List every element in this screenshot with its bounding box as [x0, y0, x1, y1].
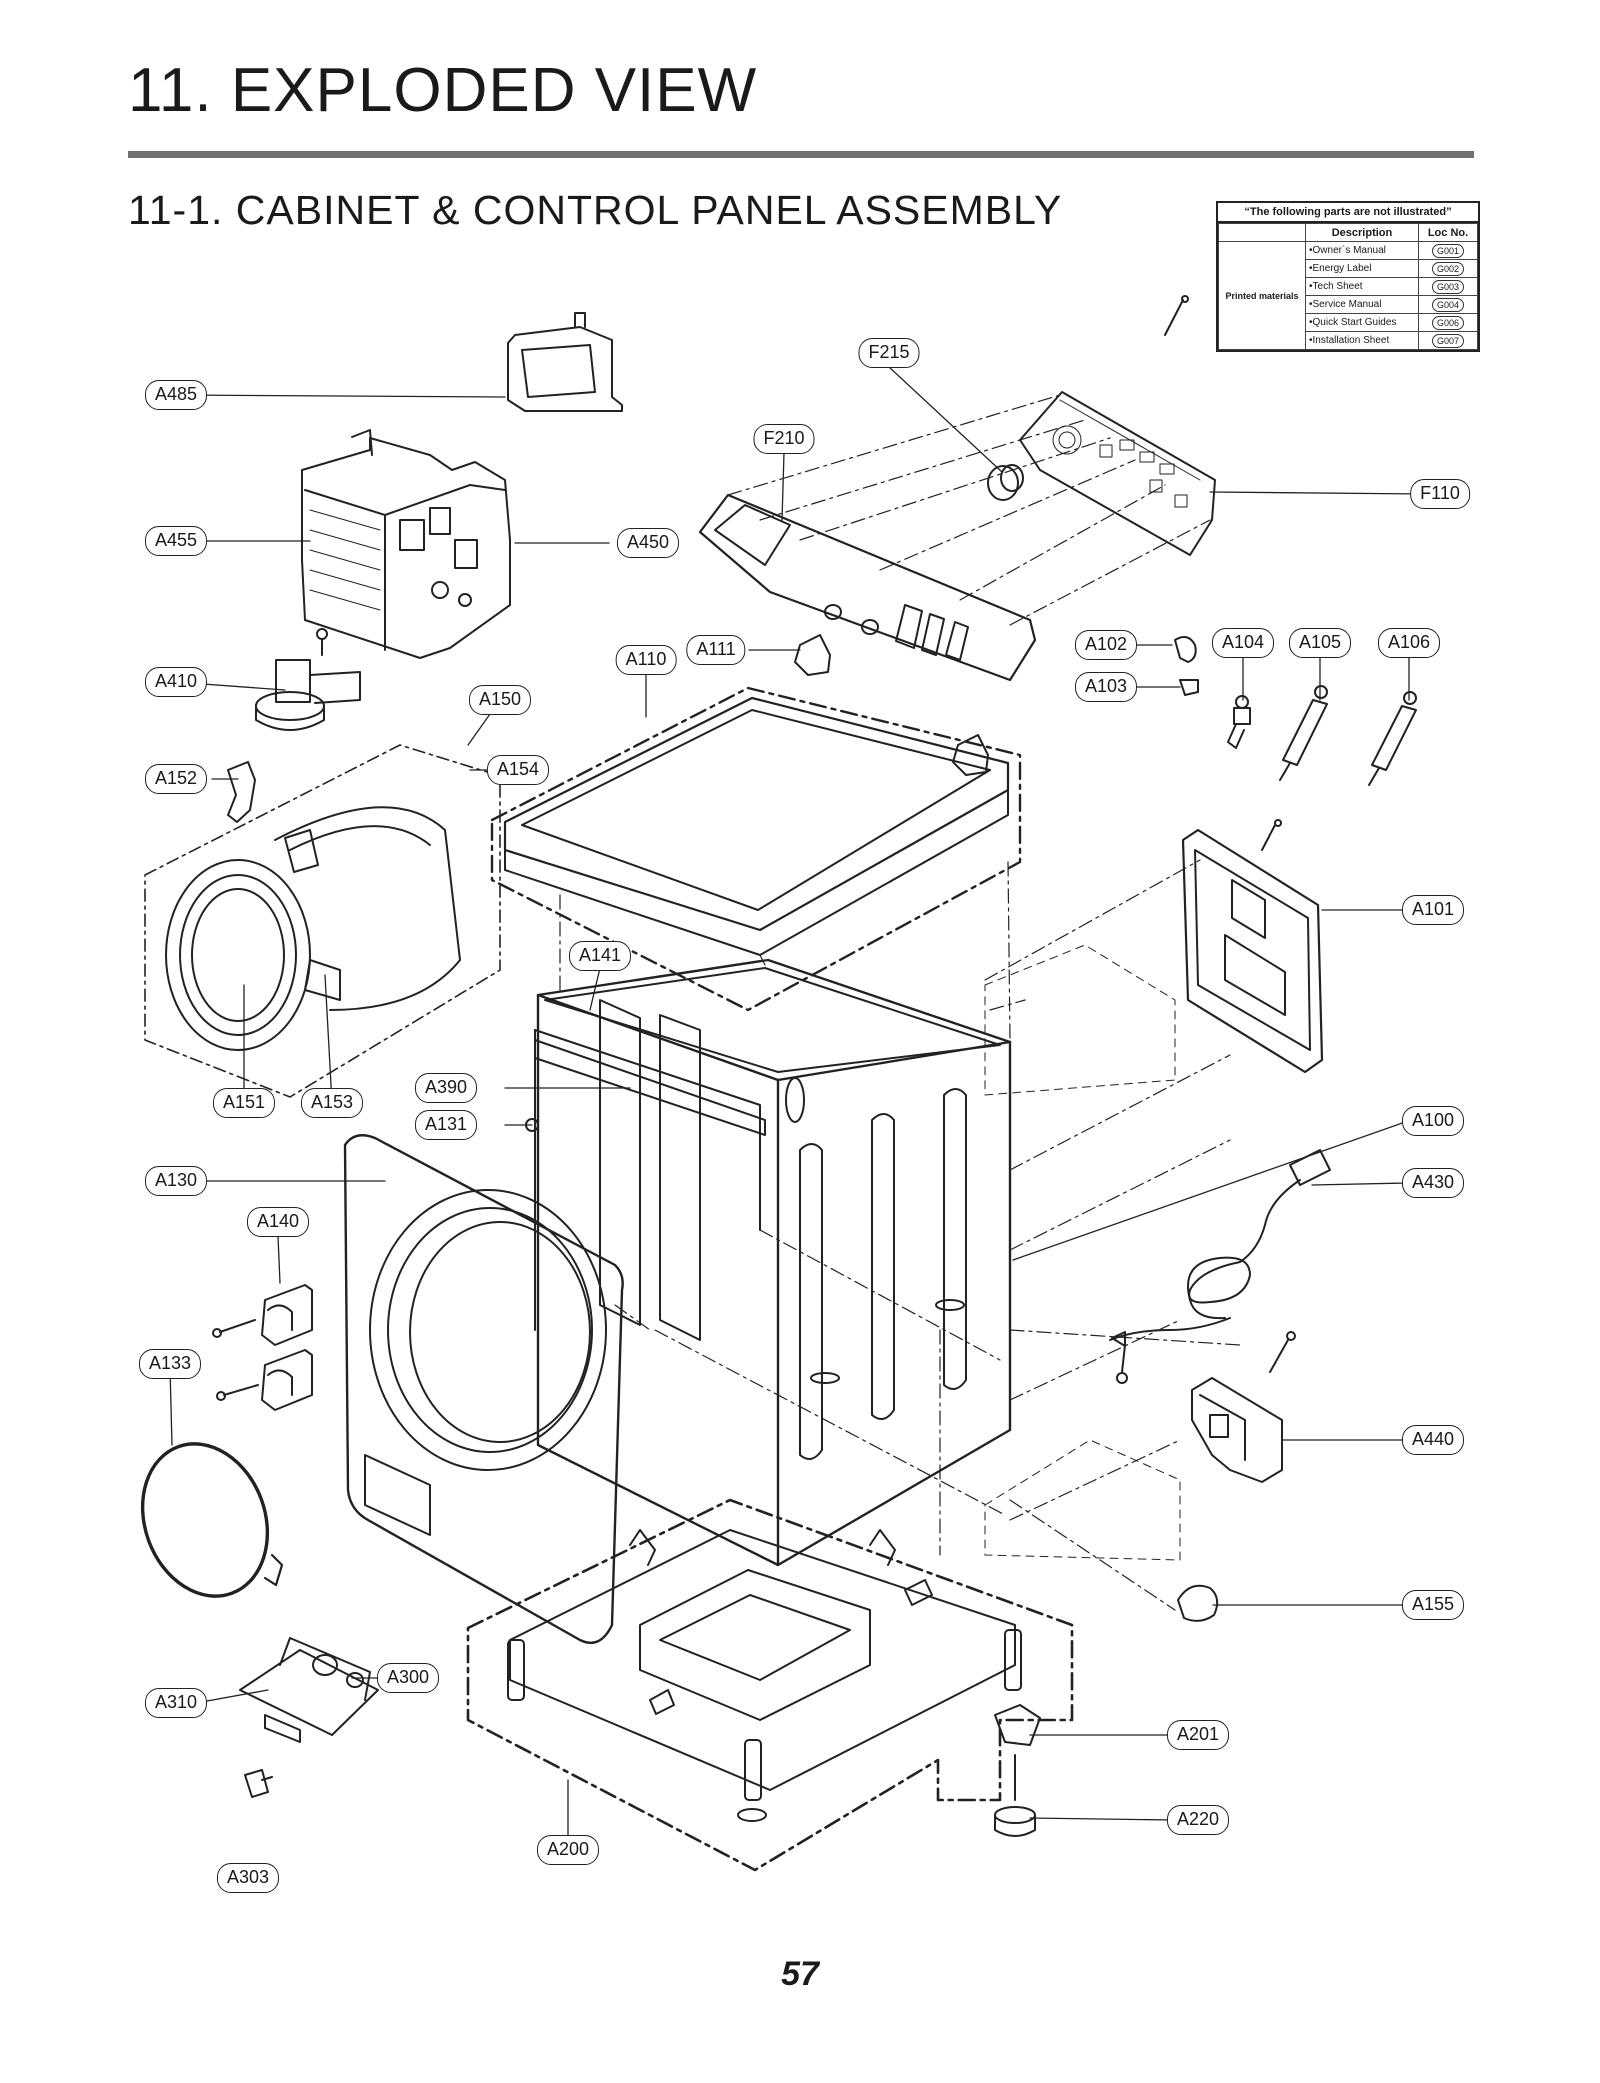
category-cell: Printed materials [1218, 241, 1306, 350]
a101-rear-panel [1181, 819, 1324, 1074]
callout-a201: A201 [1166, 1720, 1230, 1750]
callout-a430: A430 [1401, 1168, 1465, 1198]
main-cabinet [534, 958, 1012, 1567]
f210-control-panel [698, 493, 1037, 682]
a130-front-panel [343, 1134, 624, 1645]
row-loc: G001 [1431, 243, 1465, 258]
row-loc: G007 [1431, 333, 1465, 348]
a390-part [534, 1039, 766, 1136]
page-title: 11. EXPLODED VIEW [128, 56, 758, 125]
not-illustrated-parts-table: “The following parts are not illustrated… [1216, 201, 1480, 352]
a140-hinges [212, 1284, 313, 1411]
callout-a106: A106 [1377, 628, 1441, 658]
callout-a450: A450 [616, 528, 680, 558]
title-rule [128, 151, 1474, 158]
callout-a310: A310 [144, 1688, 208, 1718]
callout-a151: A151 [212, 1088, 276, 1118]
callout-a200: A200 [536, 1835, 600, 1865]
callout-f215: F215 [858, 338, 920, 368]
section-title: 11-1. CABINET & CONTROL PANEL ASSEMBLY [128, 187, 1063, 233]
a200-base-frame [466, 1498, 1074, 1872]
callout-a104: A104 [1211, 628, 1275, 658]
callout-a110: A110 [615, 645, 677, 675]
a106-part [1368, 691, 1417, 786]
a220-leveling-foot [994, 1754, 1036, 1837]
a455-a450-pcb-housing [301, 429, 511, 659]
row-loc: G002 [1431, 261, 1465, 276]
callout-a111: A111 [686, 635, 746, 665]
callout-a155: A155 [1401, 1590, 1465, 1620]
row-description: •Tech Sheet [1305, 277, 1419, 296]
row-description: •Quick Start Guides [1305, 313, 1419, 332]
callout-a102: A102 [1074, 630, 1138, 660]
a201-bracket [994, 1704, 1041, 1746]
a300-part [239, 1637, 379, 1743]
a155-part [1177, 1584, 1219, 1622]
row-loc: G004 [1431, 297, 1465, 312]
row-description: •Owner`s Manual [1305, 241, 1419, 260]
callout-a440: A440 [1401, 1425, 1465, 1455]
a150-front-subassembly [144, 744, 501, 1098]
a303-part [244, 1769, 273, 1798]
callout-a150: A150 [468, 685, 532, 715]
callout-a390: A390 [414, 1073, 478, 1103]
a485-bracket [507, 312, 623, 412]
loc-header: Loc No. [1418, 223, 1478, 242]
callout-f210: F210 [753, 424, 815, 454]
a103-part [1179, 679, 1199, 696]
f110-control-pcb [1019, 295, 1216, 556]
description-header: Description [1305, 223, 1419, 242]
a430-power-cord [1109, 1149, 1331, 1384]
a102-part [1174, 635, 1197, 663]
a105-part [1279, 685, 1328, 781]
callout-a455: A455 [144, 526, 208, 556]
callout-a300: A300 [376, 1663, 440, 1693]
callout-a130: A130 [144, 1166, 208, 1196]
a104-part [1227, 695, 1251, 749]
row-description: •Installation Sheet [1305, 331, 1419, 350]
callout-a141: A141 [568, 941, 632, 971]
a133-gasket-ring [140, 1442, 284, 1598]
row-description: •Energy Label [1305, 259, 1419, 278]
callout-a101: A101 [1401, 895, 1465, 925]
callout-a131: A131 [414, 1110, 478, 1140]
a111-clips [794, 634, 989, 776]
row-description: •Service Manual [1305, 295, 1419, 314]
callout-a220: A220 [1166, 1805, 1230, 1835]
callout-a153: A153 [300, 1088, 364, 1118]
callout-a410: A410 [144, 667, 208, 697]
callout-a485: A485 [144, 380, 208, 410]
a410-part [255, 628, 361, 731]
callout-a154: A154 [486, 755, 550, 785]
a440-noise-filter [1191, 1331, 1296, 1483]
a152-part [227, 761, 256, 823]
callout-f110: F110 [1410, 479, 1470, 509]
callout-a303: A303 [216, 1863, 280, 1893]
row-loc: G003 [1431, 279, 1465, 294]
callout-a103: A103 [1074, 672, 1138, 702]
callout-a152: A152 [144, 764, 208, 794]
blank-header [1218, 223, 1306, 242]
page-number: 57 [781, 1955, 819, 1993]
f215-knob [987, 464, 1024, 501]
callout-a100: A100 [1401, 1106, 1465, 1136]
callout-a105: A105 [1288, 628, 1352, 658]
callout-a140: A140 [246, 1207, 310, 1237]
callout-a133: A133 [138, 1349, 202, 1379]
table-heading: “The following parts are not illustrated… [1218, 203, 1478, 223]
row-loc: G006 [1431, 315, 1465, 330]
